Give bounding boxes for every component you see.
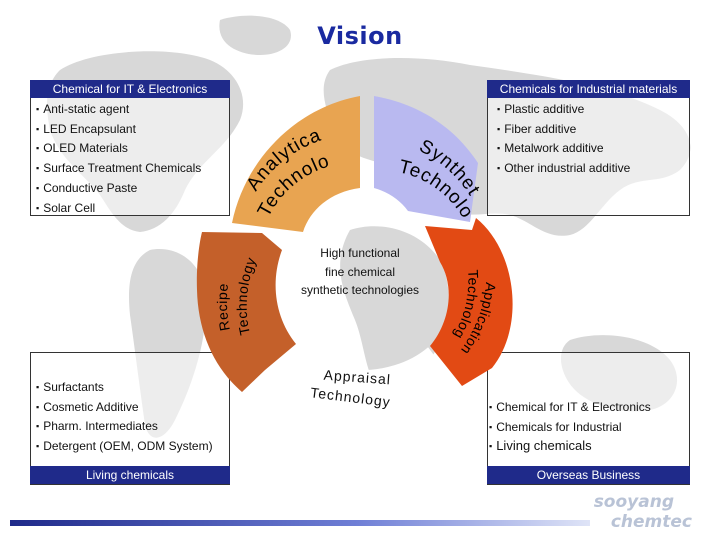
list-item: OLED Materials [36, 139, 201, 159]
appraisal-segment [261, 343, 459, 421]
application-segment [425, 218, 513, 386]
it-electronics-header: Chemical for IT & Electronics [30, 80, 230, 98]
living-footer: Living chemicals [30, 466, 230, 484]
logo-line-1: sooyang [593, 492, 674, 512]
center-line: fine chemical [324, 264, 396, 279]
list-item: Solar Cell [36, 199, 201, 219]
wheel-center-text: High functional fine chemical synthetic … [290, 244, 430, 300]
synthetic-segment [374, 96, 478, 222]
list-item: Anti-static agent [36, 100, 201, 120]
industrial-header: Chemicals for Industrial materials [487, 80, 690, 98]
industrial-list: Plastic additive Fiber additive Metalwor… [497, 100, 630, 179]
list-item: Chemical for IT & Electronics [489, 398, 651, 418]
center-line: High functional [320, 246, 400, 260]
recipe-label-1: Recipe [214, 282, 233, 332]
list-item: Cosmetic Additive [36, 398, 213, 418]
bottom-gradient-bar [10, 520, 590, 526]
list-item: Detergent (OEM, ODM System) [36, 437, 212, 457]
list-item: Metalwork additive [497, 139, 630, 159]
list-item: Fiber additive [497, 120, 630, 140]
page-title: Vision [317, 22, 403, 50]
list-item: Conductive Paste [36, 179, 201, 199]
analytical-label-1: Analytical [0, 0, 324, 195]
list-item: Surface Treatment Chemicals [36, 159, 201, 179]
list-item: Plastic additive [497, 100, 630, 120]
analytical-segment [232, 96, 360, 232]
list-item: LED Encapsulant [36, 120, 201, 140]
living-list: Surfactants Cosmetic Additive Pharm. Int… [36, 378, 213, 457]
list-item: Chemicals for Industrial [489, 418, 651, 438]
center-line: synthetic technologies [300, 283, 420, 297]
list-item: Surfactants [36, 378, 213, 398]
list-item: Pharm. Intermediates [36, 417, 213, 437]
appraisal-label-1: Appraisal [323, 367, 391, 388]
overseas-list: Chemical for IT & Electronics Chemicals … [489, 398, 651, 457]
list-item: Living chemicals [489, 437, 651, 457]
list-item: Other industrial additive [497, 159, 630, 179]
logo-line-2: chemtec [610, 512, 692, 532]
recipe-segment [196, 232, 296, 392]
overseas-footer: Overseas Business [487, 466, 690, 484]
it-electronics-list: Anti-static agent LED Encapsulant OLED M… [36, 100, 201, 218]
company-logo: sooyang chemtec [592, 490, 704, 536]
